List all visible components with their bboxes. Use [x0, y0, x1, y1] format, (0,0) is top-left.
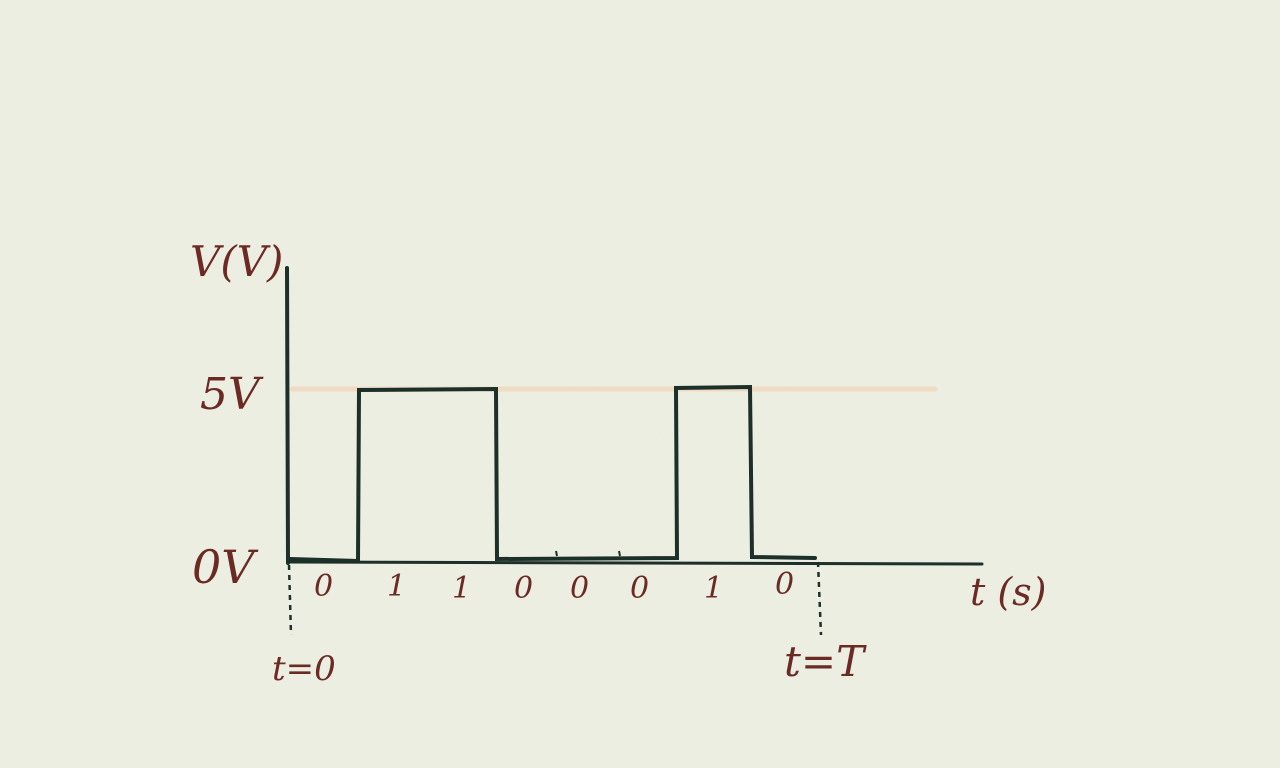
- x-axis: [286, 560, 984, 566]
- end-marker-label: t=T: [784, 637, 867, 686]
- bit-label: 0: [630, 571, 649, 606]
- baseline-tick: [618, 550, 621, 557]
- bit-labels: 0 1 1 0 0 0 1 0: [314, 567, 794, 606]
- bit-label: 1: [387, 569, 406, 604]
- y-axis: [285, 266, 290, 565]
- digital-signal-waveform: [288, 384, 817, 564]
- start-marker-line: [287, 564, 293, 636]
- bit-label: 0: [775, 567, 794, 602]
- low-level-label: 0V: [192, 540, 259, 594]
- y-axis-label: V(V): [190, 237, 283, 286]
- start-marker-label: t=0: [272, 649, 336, 689]
- x-axis-label: t (s): [970, 570, 1047, 614]
- baseline-tick: [555, 550, 558, 557]
- bit-label: 1: [452, 571, 471, 606]
- end-marker-line: [816, 561, 823, 636]
- bit-label: 0: [514, 571, 533, 606]
- bit-label: 0: [314, 569, 333, 604]
- bit-label: 0: [570, 571, 589, 606]
- high-level-label: 5V: [200, 369, 264, 420]
- bit-label: 1: [704, 571, 723, 606]
